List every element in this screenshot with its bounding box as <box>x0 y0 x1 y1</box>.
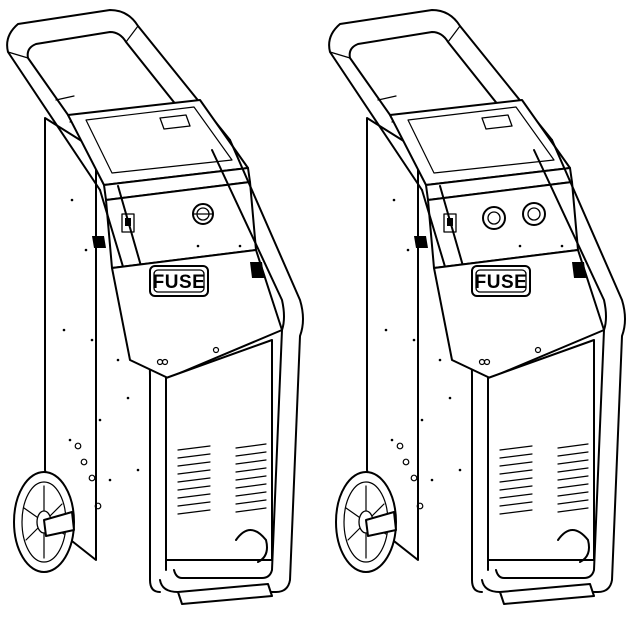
fuse-badge-label: FUSE <box>153 272 206 293</box>
charger-cart-left: FUSE <box>6 9 304 605</box>
fuse-badge-label: FUSE <box>475 272 528 293</box>
fuse-badge-right: FUSE <box>471 265 531 297</box>
dual-connector-right <box>522 202 546 226</box>
cable-gland-connector <box>192 203 214 225</box>
dual-connector-left <box>482 206 506 230</box>
charger-cart-right: FUSE <box>328 9 626 605</box>
fuse-badge-left: FUSE <box>149 265 209 297</box>
